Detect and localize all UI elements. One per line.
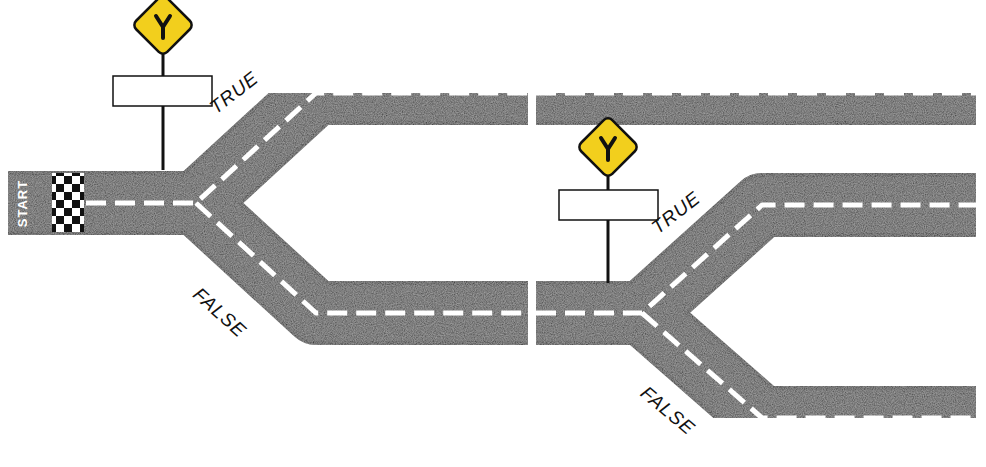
panel-margin xyxy=(976,0,986,467)
branch-label: FALSE xyxy=(190,284,250,341)
panel-gap xyxy=(528,0,536,467)
fork-sign xyxy=(559,116,658,283)
start-checker xyxy=(52,173,84,232)
fork-sign xyxy=(113,0,212,170)
road xyxy=(8,93,976,418)
start-label: START xyxy=(17,179,30,226)
